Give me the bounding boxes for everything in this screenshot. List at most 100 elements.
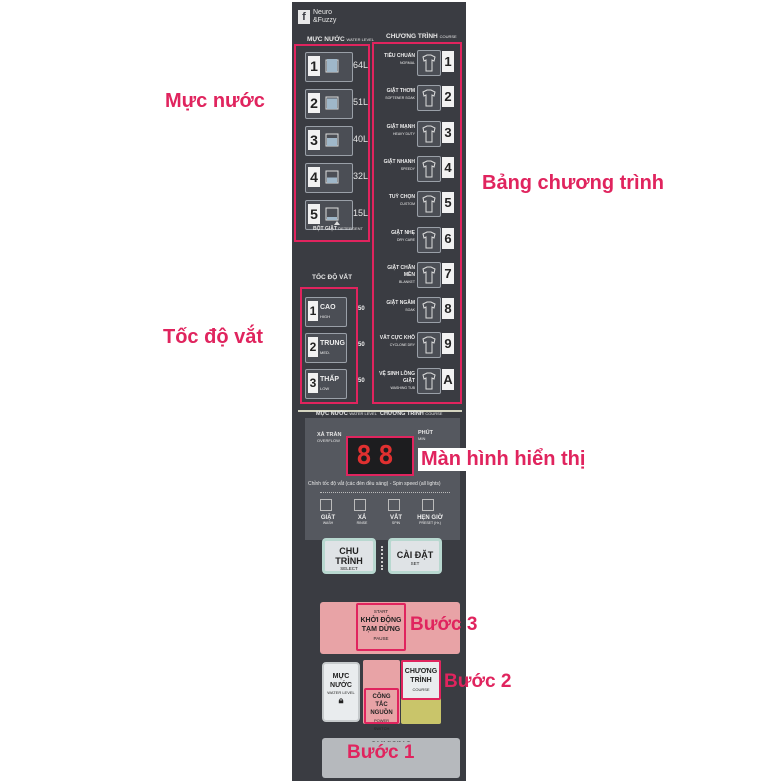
minutes-label-en: MIN: [418, 436, 426, 441]
course-button-en: COURSE: [412, 687, 430, 692]
step-label-vi: VẮT: [390, 515, 402, 521]
display-tab-water: MỰC NƯỚC WATER LEVEL: [316, 411, 377, 417]
select-button[interactable]: CHU TRÌNH SELECT: [322, 538, 376, 574]
program-number: 5: [442, 192, 454, 214]
step-label-en: PRESET (Hr.): [419, 521, 441, 525]
start-button-line2: TẠM DỪNG: [361, 626, 401, 633]
start-button-en-bottom: PAUSE: [373, 636, 389, 641]
water-level-option-2[interactable]: 2: [305, 89, 353, 119]
water-level-button-line1: MỰC: [332, 673, 350, 680]
brand-logo-mark: f: [298, 10, 310, 24]
water-level-button[interactable]: MỰC NƯỚC WATER LEVEL 🔒︎: [322, 662, 360, 722]
button-separator: [381, 546, 385, 570]
program-label-en: SOFTENER SOAK: [385, 96, 415, 101]
cyclone-dry-icon: [417, 332, 441, 359]
water-level-option-3[interactable]: 3: [305, 126, 353, 156]
course-header-en: COURSE: [439, 34, 457, 39]
program-number: 4: [442, 156, 454, 178]
spin-speed-number: 1: [308, 301, 318, 321]
program-label-en: CUSTOM: [399, 202, 415, 207]
set-button[interactable]: CÀI ĐẶT SET: [388, 538, 442, 574]
water-level-tub-icon: [324, 169, 340, 185]
program-label-vi: GIẶT THƠM: [386, 88, 415, 95]
heavy-duty-icon: [417, 120, 441, 147]
dry-care-icon: [417, 226, 441, 253]
step-label-vi: GIẶT: [320, 515, 336, 521]
callout-program-table: Bảng chương trình: [482, 172, 665, 194]
water-level-option-5[interactable]: 5: [305, 200, 353, 230]
program-number: A: [442, 368, 454, 390]
lock-icon: 🔒︎: [338, 695, 344, 705]
spin-speed-highlight: [300, 287, 358, 404]
callout-water-level: Mực nước: [165, 90, 265, 112]
brand-logo: f Neuro &Fuzzy: [298, 8, 360, 26]
callout-step2: Bước 2: [444, 671, 512, 692]
display-tab-water-en: WATER LEVEL: [349, 411, 377, 416]
program-label-vi: GIẶT NHẸ: [391, 229, 415, 236]
select-button-en: SELECT: [340, 566, 358, 571]
detergent-label-vi: BỘT GIẶT: [313, 226, 337, 232]
callout-step1: Bước 1: [345, 742, 417, 764]
program-number: 7: [442, 262, 454, 284]
program-table-highlight: [372, 42, 462, 404]
water-level-tub-icon: [324, 132, 340, 148]
step-indicator-icon: [422, 499, 434, 511]
power-switch-button[interactable]: CÔNG TẮC NGUỒN POWER SWITCH: [364, 688, 399, 731]
course-button-line2: TRÌNH: [410, 677, 432, 684]
program-number: 8: [442, 298, 454, 320]
program-label-en: BLANKET: [399, 279, 415, 284]
start-button-en-top: START: [373, 609, 389, 614]
program-number: 1: [442, 51, 454, 72]
shirt-icon: [417, 50, 441, 76]
callout-step3: Bước 3: [410, 614, 478, 635]
program-number: 3: [442, 121, 454, 143]
callout-display: Màn hình hiển thị: [418, 448, 589, 471]
water-level-button-en: WATER LEVEL: [327, 690, 355, 695]
water-level-option-1[interactable]: 1: [305, 52, 353, 82]
course-button[interactable]: CHƯƠNG TRÌNH COURSE: [401, 660, 441, 700]
detergent-arrow-icon: [334, 221, 340, 225]
brand-text: Neuro &Fuzzy: [313, 9, 337, 24]
program-label-en: WASHING TUB: [390, 385, 415, 390]
display-digit-2: 8: [378, 441, 394, 471]
overflow-label-en: OVERFLOW: [317, 438, 340, 443]
spin-speed-label-en: MED.: [320, 350, 330, 355]
water-level-option-4[interactable]: 4: [305, 163, 353, 193]
spin-speed-label-en: HIGH: [320, 314, 330, 319]
power-button-en: POWER SWITCH: [373, 718, 390, 731]
step-indicator-icon: [354, 499, 366, 511]
overflow-label-vi: XẢ TRÀN: [317, 432, 342, 438]
water-level-number: 4: [308, 167, 320, 187]
program-label-vi: GIẶT NGÂM: [386, 300, 415, 307]
program-label-en: SPEEDY: [400, 166, 415, 171]
start-button-line1: KHỞI ĐỘNG: [360, 617, 402, 624]
water-level-header: MỰC NƯỚC WATER LEVEL: [307, 36, 374, 43]
water-level-number: 1: [308, 56, 320, 76]
start-pause-button[interactable]: START KHỞI ĐỘNG TẠM DỪNG PAUSE: [356, 603, 406, 651]
